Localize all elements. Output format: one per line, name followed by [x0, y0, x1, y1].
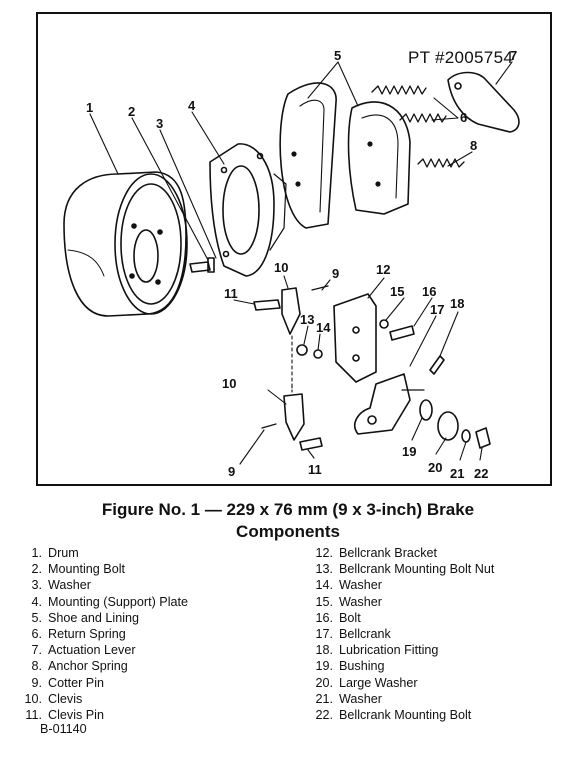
shoe-lining-part: [279, 82, 411, 229]
diagram-frame: PT #2005754: [36, 12, 552, 486]
callout-3: 3: [156, 116, 163, 131]
callout-2: 2: [128, 104, 135, 119]
legend-item: 6.Return Spring: [31, 627, 126, 642]
callout-15: 15: [390, 284, 404, 299]
legend-item: 5.Shoe and Lining: [31, 610, 140, 625]
legend-item: 9.Cotter Pin: [31, 675, 104, 690]
callout-14: 14: [316, 320, 331, 335]
legend-item: 15.Washer: [315, 594, 382, 609]
callout-8: 8: [470, 138, 477, 153]
callout-18: 18: [450, 296, 464, 311]
callout-16: 16: [422, 284, 436, 299]
mounting-bolt-part: [189, 257, 215, 273]
bellcrank-part: [354, 373, 425, 435]
legend-item: 21.Washer: [315, 691, 382, 706]
callout-9-lower: 9: [228, 464, 235, 479]
legend-item: 2.Mounting Bolt: [31, 562, 126, 577]
callout-5: 5: [334, 48, 341, 63]
mounting-plate-part: [209, 143, 287, 277]
legend-item: 19.Bushing: [315, 659, 385, 674]
callout-11: 11: [224, 286, 238, 301]
legend-item: 3.Washer: [31, 578, 91, 593]
actuation-lever-part: [447, 71, 520, 133]
leader-lines: [89, 61, 513, 465]
callout-7: 7: [510, 48, 517, 63]
legend-item: 17.Bellcrank: [315, 627, 391, 642]
part-number: PT #2005754: [408, 48, 514, 67]
callout-9: 9: [332, 266, 339, 281]
legend-item: 22.Bellcrank Mounting Bolt: [315, 708, 472, 723]
clevis-lower-part: [261, 393, 323, 451]
callout-4: 4: [188, 98, 196, 113]
callout-labels: 1 2 3 4 5 6 7 8 9 10 11 12 13 14 15 16 1…: [86, 48, 517, 481]
callout-13: 13: [300, 312, 314, 327]
figure-caption-line2: Components: [236, 522, 340, 541]
legend-item: 13.Bellcrank Mounting Bolt Nut: [315, 562, 495, 577]
legend-item: 11.Clevis Pin: [25, 708, 104, 723]
legend-item: 1.Drum: [31, 546, 79, 560]
callout-11-lower: 11: [308, 462, 322, 477]
brake-exploded-drawing: 1 2 3 4 5 6 7 8 9 10 11 12 13 14 15 16 1…: [63, 48, 520, 481]
legend-item: 20.Large Washer: [315, 675, 418, 690]
callout-10-lower: 10: [222, 376, 236, 391]
callout-19: 19: [402, 444, 416, 459]
bellcrank-bracket-part: [333, 293, 377, 383]
bolt-washer-set: [296, 319, 415, 359]
legend-item: 8.Anchor Spring: [31, 659, 128, 674]
callout-1: 1: [86, 100, 93, 115]
legend-item: 14.Washer: [315, 578, 382, 593]
legend-item: 18.Lubrication Fitting: [315, 643, 439, 658]
callout-12: 12: [376, 262, 390, 277]
legend-left-column: 1.Drum 2.Mounting Bolt 3.Washer 4.Mounti…: [14, 545, 188, 723]
legend-item: 4.Mounting (Support) Plate: [31, 594, 189, 609]
bushing-washer-set: [419, 399, 491, 449]
drum-part: [63, 171, 188, 317]
legend-item: 7.Actuation Lever: [31, 643, 136, 658]
anchor-spring-part: [417, 158, 465, 168]
return-spring-part: [371, 85, 447, 123]
callout-17: 17: [430, 302, 444, 317]
legend-item: 16.Bolt: [315, 610, 361, 625]
callout-6: 6: [460, 110, 467, 125]
figure-code: B-01140: [40, 722, 87, 736]
callout-20: 20: [428, 460, 442, 475]
callout-10: 10: [274, 260, 288, 275]
callout-21: 21: [450, 466, 464, 481]
legend-right-column: 12.Bellcrank Bracket 13.Bellcrank Mounti…: [305, 545, 494, 723]
legend-item: 12.Bellcrank Bracket: [315, 546, 437, 560]
lubrication-fitting-part: [429, 355, 445, 375]
legend-item: 10.Clevis: [24, 691, 83, 706]
callout-22: 22: [474, 466, 488, 481]
figure-caption-line1: Figure No. 1 — 229 x 76 mm (9 x 3-inch) …: [101, 500, 475, 519]
